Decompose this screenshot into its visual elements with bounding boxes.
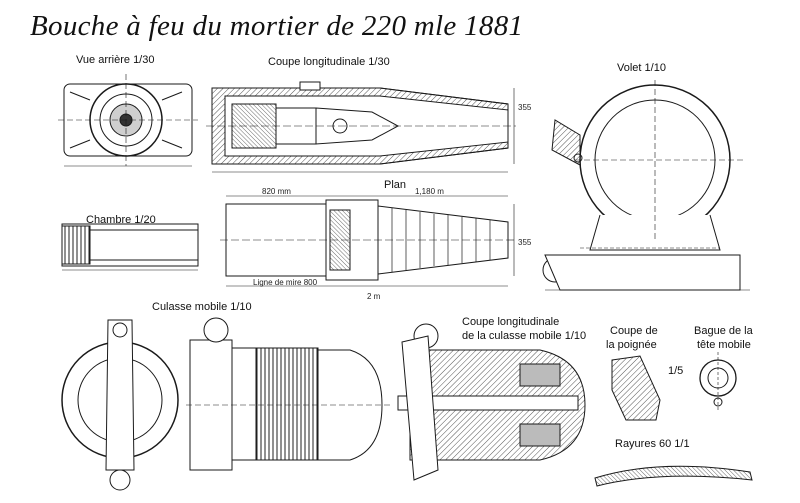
label-rayures: Rayures 60 1/1 xyxy=(615,438,690,450)
coupe-longitudinale-drawing xyxy=(206,81,516,173)
label-coupe-culasse-line1: Coupe longitudinale xyxy=(462,316,560,328)
dim-2m: 2 m xyxy=(367,292,381,301)
volet-drawing xyxy=(542,80,750,291)
chambre-drawing xyxy=(61,223,199,271)
coupe-poignee-drawing xyxy=(611,355,661,421)
label-coupe-poignee-line2: la poignée xyxy=(606,339,657,351)
label-vue-arriere: Vue arrière 1/30 xyxy=(76,54,155,66)
label-chambre: Chambre 1/20 xyxy=(86,214,156,226)
label-bague-line1: Bague de la xyxy=(694,325,753,337)
sheet-title: Bouche à feu du mortier de 220 mle 1881 xyxy=(30,10,524,42)
label-volet: Volet 1/10 xyxy=(617,62,666,74)
dim-1180: 1,180 m xyxy=(415,187,444,196)
label-bague-line2: tête mobile xyxy=(697,339,751,351)
label-coupe-longitudinale: Coupe longitudinale 1/30 xyxy=(268,56,390,68)
label-coupe-poignee-line1: Coupe de xyxy=(610,325,658,337)
dim-355-plan: 355 xyxy=(518,238,532,247)
dim-820: 820 mm xyxy=(262,187,291,196)
vue-arriere-drawing xyxy=(58,74,198,167)
bague-drawing xyxy=(699,352,737,410)
coupe-culasse-drawing xyxy=(397,323,586,481)
label-coupe-culasse-line2: de la culasse mobile 1/10 xyxy=(462,330,587,342)
plan-drawing xyxy=(220,195,516,287)
label-culasse-mobile: Culasse mobile 1/10 xyxy=(152,301,252,313)
label-scale-1-5: 1/5 xyxy=(668,365,684,377)
dim-355-top: 355 xyxy=(518,103,532,112)
rayures-drawing xyxy=(594,465,753,487)
label-plan: Plan xyxy=(384,179,407,191)
culasse-mobile-drawing xyxy=(61,317,392,491)
dim-ligne-mire: Ligne de mire 800 xyxy=(253,278,318,287)
